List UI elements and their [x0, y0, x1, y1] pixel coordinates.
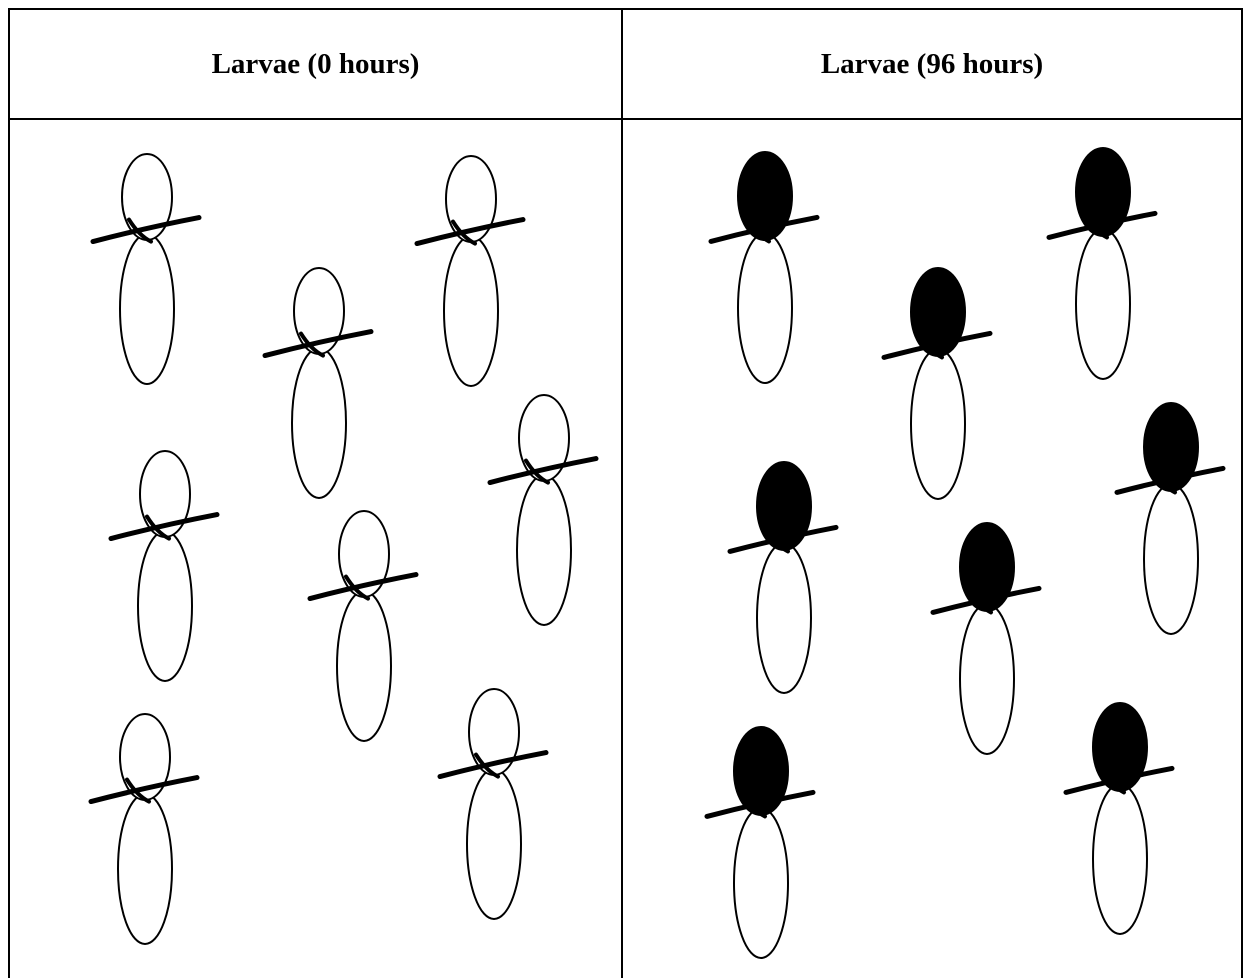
larva-arm-cross [344, 574, 370, 601]
larva [437, 688, 549, 920]
larva-arm [88, 775, 200, 805]
larva [262, 267, 374, 499]
larva-arm-cross [524, 458, 550, 485]
larva-arm-cross [1083, 213, 1109, 240]
larva-body [336, 590, 392, 742]
larva-arm [437, 750, 549, 780]
larva-arm [881, 330, 993, 360]
larva [1046, 147, 1158, 380]
larva-body [119, 233, 175, 385]
larva-arm [1063, 765, 1175, 795]
larva-arm [727, 524, 839, 554]
larvae-illustration-0-hours [88, 153, 599, 945]
larva-arm [704, 789, 816, 819]
larva-arm [262, 329, 374, 359]
larva [708, 151, 820, 384]
larva-arm-cross [145, 514, 171, 541]
larva [1114, 402, 1226, 635]
larva-arm-cross [745, 217, 771, 244]
larva-arm-cross [299, 331, 325, 358]
larva-body [516, 474, 572, 626]
larva-arm [1046, 210, 1158, 240]
larva [307, 510, 419, 742]
larva-arm-cross [451, 219, 477, 246]
larva [90, 153, 202, 385]
larva-arm [108, 512, 220, 542]
larva-arm [1114, 465, 1226, 495]
larva-arm [307, 572, 419, 602]
larva [487, 394, 599, 626]
larva-body [443, 235, 499, 387]
larva [881, 267, 993, 500]
larva-arm-cross [474, 752, 500, 779]
larva [88, 713, 200, 945]
larva-body [959, 603, 1015, 755]
larva [727, 461, 839, 694]
larva [1063, 702, 1175, 935]
table-border-left [8, 8, 10, 978]
larva-arm [414, 217, 526, 247]
table-border-right [1241, 8, 1243, 978]
larva-arm-cross [1151, 468, 1177, 495]
larva [414, 155, 526, 387]
larva-body [466, 768, 522, 920]
larva-arm [930, 585, 1042, 615]
larva-body [737, 232, 793, 384]
table-border-top [8, 8, 1243, 10]
larva-arm-cross [741, 792, 767, 819]
larva-body [1092, 783, 1148, 935]
panel-0-hours [10, 120, 621, 978]
column-header-0-hours: Larvae (0 hours) [211, 47, 420, 80]
larva-arm-cross [125, 777, 151, 804]
larva-body [137, 530, 193, 682]
larva-arm-cross [1100, 768, 1126, 795]
header-divider [8, 118, 1243, 120]
larva [704, 726, 816, 959]
larva-arm [708, 214, 820, 244]
larva [930, 522, 1042, 755]
larva-arm-cross [967, 588, 993, 615]
larva-arm-cross [127, 217, 153, 244]
column-divider [621, 8, 623, 978]
larva-body [291, 347, 347, 499]
larva-arm [487, 456, 599, 486]
larva-body [733, 807, 789, 959]
column-header-96-hours: Larvae (96 hours) [820, 47, 1044, 80]
panel-96-hours [623, 120, 1241, 978]
larva-arm-cross [918, 333, 944, 360]
larva-arm [90, 215, 202, 245]
larvae-illustration-96-hours [704, 147, 1226, 959]
larva-body [910, 348, 966, 500]
larva-body [1143, 483, 1199, 635]
larva-body [1075, 228, 1131, 380]
larva-arm-cross [764, 527, 790, 554]
larva-body [117, 793, 173, 945]
larva [108, 450, 220, 682]
larva-body [756, 542, 812, 694]
